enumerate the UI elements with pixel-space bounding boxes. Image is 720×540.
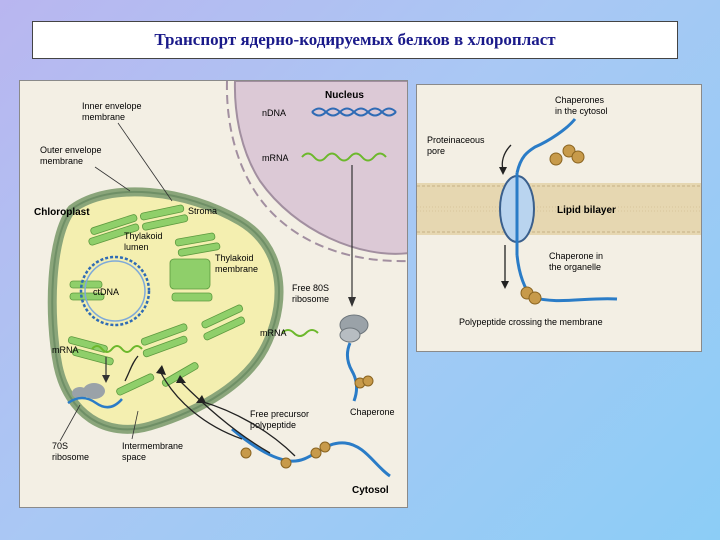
label-nucleus: Nucleus: [325, 90, 364, 101]
label-chaperone-organelle-1: Chaperone in: [549, 251, 603, 261]
label-free-ribosome-1: Free 80S: [292, 283, 329, 293]
ctdna-ring-inner: [84, 260, 146, 322]
leader-inner-envelope: [117, 122, 173, 202]
ctdna-ring: [79, 255, 151, 327]
lipid-bilayer: [417, 183, 701, 235]
ribosome-70s: [83, 383, 105, 399]
label-mrna-nucleus: mRNA: [262, 153, 289, 163]
mrna-nucleus: [301, 152, 387, 162]
chloroplast-import-diagram: Nucleus nDNA mRNA ctDNA mRNA: [19, 80, 408, 508]
precursor-chaperones: [240, 441, 331, 469]
label-mrna-chloroplast: mRNA: [52, 345, 79, 355]
chaperone-organelle: [520, 286, 542, 305]
label-mrna-cytosol: mRNA: [260, 328, 287, 338]
label-intermembrane-1: Intermembrane: [122, 441, 183, 451]
import-arrowheads: [156, 365, 206, 403]
arrow-translation-head: [102, 375, 110, 383]
title-box: Транспорт ядерно-кодируемых белков в хло…: [32, 21, 678, 59]
chaperones-cytosol: [549, 144, 585, 166]
label-chaperones-cytosol-1: Chaperones: [555, 95, 605, 105]
membrane-crossing-diagram: Chaperones in the cytosol Proteinaceous …: [416, 84, 702, 352]
label-stroma: Stroma: [188, 206, 217, 216]
arrow-entry: [501, 144, 512, 170]
label-pore-2: pore: [427, 146, 445, 156]
membrane-crossing-svg: Chaperones in the cytosol Proteinaceous …: [417, 95, 701, 327]
arrow-exit-head: [501, 281, 509, 289]
label-outer-envelope-1: Outer envelope: [40, 145, 102, 155]
label-thylakoid-lumen-2: lumen: [124, 242, 149, 252]
label-lipid-bilayer: Lipid bilayer: [557, 205, 616, 216]
leader-70s: [59, 404, 81, 442]
label-free-ribosome-2: ribosome: [292, 294, 329, 304]
label-polypeptide-crossing: Polypeptide crossing the membrane: [459, 317, 603, 327]
mrna-cytosol: [281, 329, 319, 337]
ribosome-70s-subunit: [72, 387, 88, 399]
slide-title: Транспорт ядерно-кодируемых белков в хло…: [154, 30, 556, 49]
lipid-heads: [417, 185, 701, 233]
polypeptide-chloroplast: [67, 396, 123, 409]
label-inner-envelope-2: membrane: [82, 112, 125, 122]
mrna-chloroplast: [91, 345, 143, 353]
chaperone-cytosol-b: [362, 375, 374, 387]
label-thylakoid-membrane-2: membrane: [215, 264, 258, 274]
label-70s-ribosome-2: ribosome: [52, 452, 89, 462]
label-chaperone-organelle-2: the organelle: [549, 262, 601, 272]
nascent-polypeptide: [345, 342, 359, 402]
import-arrows: [124, 355, 296, 457]
nucleus-shape: [233, 81, 407, 255]
label-ndna: nDNA: [262, 108, 286, 118]
label-chaperone: Chaperone: [350, 407, 395, 417]
leader-outer-envelope: [94, 166, 131, 192]
label-inner-envelope-1: Inner envelope: [82, 101, 142, 111]
label-cytosol: Cytosol: [352, 485, 389, 496]
label-70s-ribosome-1: 70S: [52, 441, 68, 451]
label-outer-envelope-2: membrane: [40, 156, 83, 166]
label-free-precursor-1: Free precursor: [250, 409, 309, 419]
label-chloroplast: Chloroplast: [34, 207, 90, 218]
label-chaperones-cytosol-2: in the cytosol: [555, 106, 608, 116]
ndna-strand-b: [311, 107, 397, 117]
arrow-export-head: [348, 297, 356, 307]
polypeptide-cytosol-side: [515, 118, 577, 174]
leader-intermembrane: [131, 410, 139, 440]
label-ctdna: ctDNA: [93, 287, 119, 297]
nuclear-envelope: [225, 81, 407, 263]
label-intermembrane-2: space: [122, 452, 146, 462]
chloroplast-inner: [51, 190, 280, 431]
label-thylakoid-membrane-1: Thylakoid: [215, 253, 254, 263]
label-free-precursor-2: polypeptide: [250, 420, 296, 430]
chloroplast-import-svg: Nucleus nDNA mRNA ctDNA mRNA: [34, 81, 407, 496]
ribosome-80s-subunit: [339, 327, 361, 343]
label-pore-1: Proteinaceous: [427, 135, 485, 145]
thylakoid-stacks: [67, 204, 246, 396]
arrow-entry-head: [499, 167, 507, 175]
label-thylakoid-lumen-1: Thylakoid: [124, 231, 163, 241]
